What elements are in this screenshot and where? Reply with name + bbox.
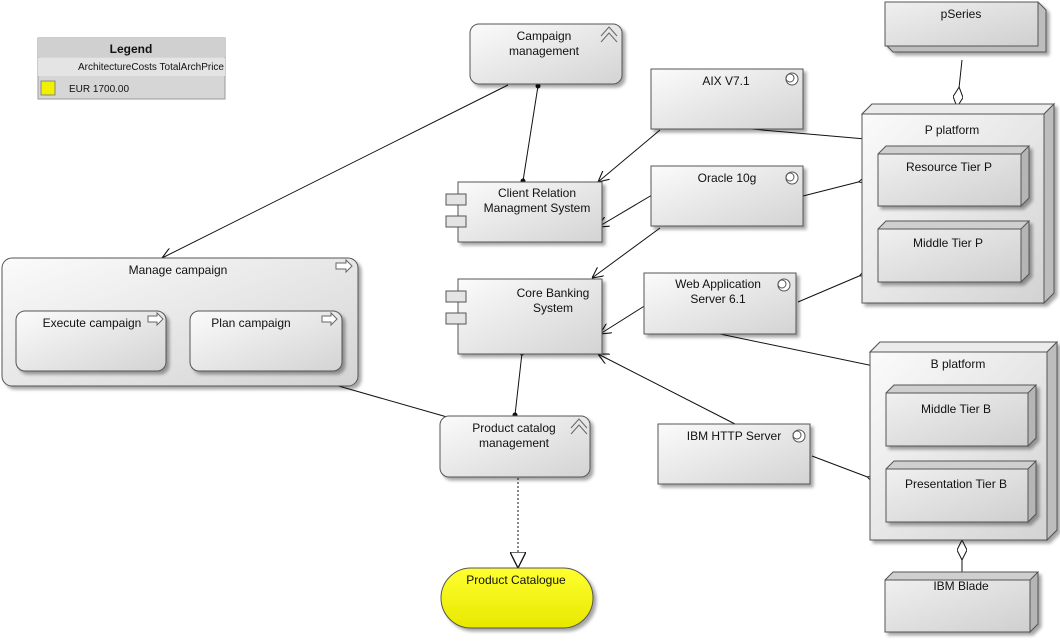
edge-aix-to-crm: [598, 129, 661, 182]
edge-core-to-catalog: [512, 350, 525, 418]
presentation-tier-b-label: Presentation Tier B: [905, 477, 1007, 491]
function-arrow-icon: [147, 311, 164, 327]
edge-oracle-to-crm: [598, 194, 653, 227]
legend-color-swatch: [40, 80, 56, 96]
component-icon: [445, 215, 467, 228]
legend-subtitle: ArchitectureCosts TotalArchPrice: [78, 62, 224, 73]
edge-was-to-core: [600, 304, 647, 334]
component-icon: [445, 290, 467, 303]
oracle-label: Oracle 10g: [698, 171, 757, 185]
component-icon: [445, 312, 467, 325]
aix-label: AIX V7.1: [702, 74, 750, 88]
plan-campaign-node[interactable]: Plan campaign: [189, 310, 343, 372]
p-platform-label: P platform: [925, 123, 979, 137]
manage-campaign-label: Manage campaign: [129, 263, 228, 277]
function-arrow-icon: [321, 311, 338, 327]
ibm-blade-node[interactable]: IBM Blade: [884, 570, 1039, 634]
pseries-label: pSeries: [941, 7, 982, 21]
component-icon: [445, 193, 467, 206]
product-catalogue-node[interactable]: Product Catalogue: [440, 567, 594, 629]
middle-tier-p-node[interactable]: Middle Tier P: [877, 219, 1030, 284]
edge-oracle-to-core: [592, 227, 661, 278]
ibm-http-server-label: IBM HTTP Server: [687, 429, 781, 443]
legend: Legend ArchitectureCosts TotalArchPrice …: [37, 37, 226, 100]
process-icon: [570, 418, 588, 435]
middle-tier-b-node[interactable]: Middle Tier B: [885, 383, 1037, 448]
legend-entry-label: EUR 1700.00: [69, 84, 129, 95]
edge-campaign-to-crm: [520, 83, 541, 184]
resource-tier-p-node[interactable]: Resource Tier P: [877, 144, 1030, 208]
presentation-tier-b-node[interactable]: Presentation Tier B: [885, 459, 1037, 524]
process-icon: [600, 26, 618, 43]
execute-campaign-node[interactable]: Execute campaign: [15, 310, 167, 372]
pseries-node[interactable]: pSeries: [884, 1, 1047, 53]
plan-campaign-label: Plan campaign: [211, 316, 290, 330]
execute-campaign-label: Execute campaign: [43, 316, 142, 330]
edge-campaign-to-manage: [162, 84, 509, 258]
aix-node[interactable]: AIX V7.1: [650, 68, 804, 130]
edge-pplatform-to-pseries: [957, 59, 962, 107]
b-platform-label: B platform: [931, 357, 986, 371]
middle-tier-p-label: Middle Tier P: [913, 236, 983, 250]
product-catalogue-label: Product Catalogue: [466, 573, 566, 587]
oracle-node[interactable]: Oracle 10g: [650, 165, 804, 227]
middle-tier-b-label: Middle Tier B: [921, 402, 991, 416]
ibm-blade-label: IBM Blade: [933, 579, 989, 593]
ibm-http-server-node[interactable]: IBM HTTP Server: [657, 423, 811, 485]
function-arrow-icon: [335, 258, 353, 274]
legend-title: Legend: [110, 42, 153, 56]
resource-tier-p-label: Resource Tier P: [906, 160, 992, 174]
edge-ibmhttp-to-core: [598, 354, 736, 425]
